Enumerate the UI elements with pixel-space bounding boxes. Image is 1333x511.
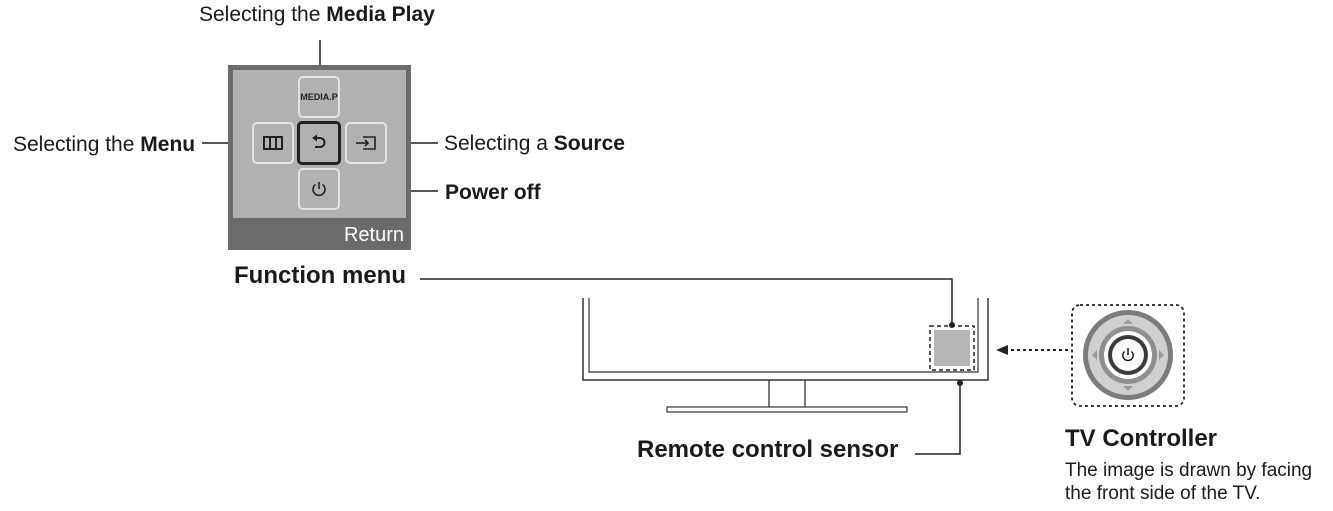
source-input-icon: [356, 136, 376, 150]
menu-button[interactable]: [252, 122, 294, 164]
media-play-label: Selecting the Media Play: [199, 3, 435, 27]
menu-prefix: Selecting the: [13, 133, 141, 156]
controller-power-icon: [1122, 348, 1134, 362]
media-play-button-label: MEDIA.P: [300, 92, 338, 102]
menu-bold: Menu: [140, 133, 196, 156]
menu-label: Selecting the Menu: [13, 133, 195, 157]
power-off-label: Power off: [445, 181, 541, 204]
tv-controller-frame: [929, 325, 975, 371]
power-button[interactable]: [298, 168, 340, 210]
source-bold: Source: [553, 132, 625, 155]
tv-outline: [582, 298, 989, 413]
tv-controller-area: [934, 330, 970, 366]
return-arrow-icon: [312, 134, 326, 148]
function-menu-leader: [420, 278, 953, 325]
note-line-1: The image is drawn by facing: [1065, 460, 1313, 481]
return-button[interactable]: [297, 121, 341, 165]
remote-sensor-dot: [957, 380, 963, 386]
function-menu-panel: MEDIA.P Return: [228, 65, 411, 250]
power-icon: [312, 182, 326, 197]
source-label: Selecting a Source: [444, 132, 625, 156]
grid-icon: [263, 136, 283, 150]
return-label: Return: [343, 224, 404, 246]
source-prefix: Selecting a: [444, 132, 554, 155]
remote-sensor-leader: [915, 386, 961, 455]
note-line-2: the front side of the TV.: [1065, 483, 1261, 504]
function-menu-label: Function menu: [234, 262, 406, 289]
remote-sensor-label: Remote control sensor: [637, 436, 899, 463]
tv-controller-label: TV Controller: [1065, 425, 1218, 452]
arrow-head: [996, 345, 1008, 355]
source-button[interactable]: [345, 122, 387, 164]
panel-footer: Return: [228, 221, 411, 250]
tv-controller-graphic: [1071, 304, 1185, 407]
function-menu-dot: [949, 322, 955, 328]
media-play-prefix: Selecting the: [199, 3, 327, 26]
media-play-bold: Media Play: [326, 3, 435, 26]
media-play-button[interactable]: MEDIA.P: [298, 76, 340, 118]
tv-controller-note: The image is drawn by facing the front s…: [1065, 459, 1312, 505]
